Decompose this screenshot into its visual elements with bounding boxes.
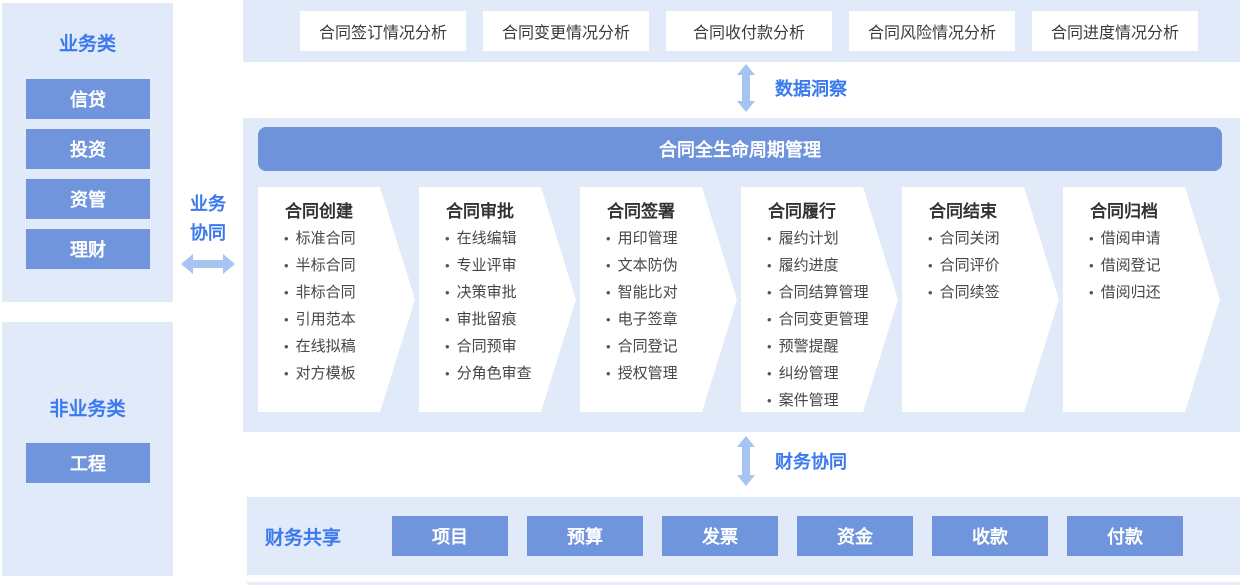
stage-item: 合同预审	[445, 333, 576, 360]
lifecycle-stage-shape[interactable]: 合同归档 借阅申请 借阅登记 借阅归还	[1063, 187, 1220, 412]
stage-title: 合同归档	[1090, 202, 1158, 221]
business-category-panel: 业务类 信贷 投资 资管 理财	[2, 3, 173, 302]
stage-item: 借阅归还	[1089, 279, 1220, 306]
stage-item: 授权管理	[606, 360, 737, 387]
finance-button[interactable]: 预算	[527, 516, 643, 556]
finance-button[interactable]: 项目	[392, 516, 508, 556]
lifecycle-stage-shape[interactable]: 合同审批 在线编辑 专业评审 决策审批 审批留痕 合同预审	[419, 187, 576, 412]
data-insight-label: 数据洞察	[775, 79, 847, 99]
business-category-button[interactable]: 投资	[26, 129, 150, 169]
stage-item: 标准合同	[284, 225, 415, 252]
stage-item: 合同结算管理	[767, 279, 898, 306]
stage-item-list: 履约计划 履约进度 合同结算管理 合同变更管理 预警提醒 纠纷管理 案件管理	[741, 225, 898, 414]
analysis-chip[interactable]: 合同进度情况分析	[1032, 11, 1198, 51]
stage-item: 分角色审查	[445, 360, 576, 387]
stage-item: 案件管理	[767, 387, 898, 414]
stage-item: 文本防伪	[606, 252, 737, 279]
stage-item: 合同评价	[928, 252, 1059, 279]
analysis-chip[interactable]: 合同收付款分析	[666, 11, 832, 51]
stage-item: 合同续签	[928, 279, 1059, 306]
stage-item: 引用范本	[284, 306, 415, 333]
business-category-title: 业务类	[58, 34, 116, 55]
analysis-chip[interactable]: 合同风险情况分析	[849, 11, 1015, 51]
stage-title: 合同创建	[285, 202, 353, 221]
finance-share-label: 财务共享	[265, 527, 342, 549]
stage-item: 决策审批	[445, 279, 576, 306]
stage-title: 合同履行	[768, 202, 836, 221]
stage-item: 借阅申请	[1089, 225, 1220, 252]
stage-item: 履约进度	[767, 252, 898, 279]
lifecycle-header-bar: 合同全生命周期管理	[258, 127, 1222, 171]
stage-item: 在线编辑	[445, 225, 576, 252]
stage-item: 半标合同	[284, 252, 415, 279]
stage-item-list: 合同关闭 合同评价 合同续签	[902, 225, 1059, 306]
analysis-chip[interactable]: 合同变更情况分析	[483, 11, 649, 51]
finance-synergy-connector: 财务协同	[737, 436, 847, 486]
finance-synergy-label: 财务协同	[775, 452, 847, 472]
finance-button[interactable]: 收款	[932, 516, 1048, 556]
finance-share-panel: 财务共享 项目 预算 发票 资金 收款 付款	[247, 497, 1240, 575]
lifecycle-stage-shape[interactable]: 合同履行 履约计划 履约进度 合同结算管理 合同变更管理 预警提醒	[741, 187, 898, 412]
lifecycle-stage-shape[interactable]: 合同创建 标准合同 半标合同 非标合同 引用范本 在线拟稿	[258, 187, 415, 412]
finance-button[interactable]: 付款	[1067, 516, 1183, 556]
lifecycle-stage-shape[interactable]: 合同结束 合同关闭 合同评价 合同续签	[902, 187, 1059, 412]
stage-item: 合同关闭	[928, 225, 1059, 252]
stage-title: 合同签署	[607, 202, 675, 221]
business-synergy-label: 业务 协同	[190, 194, 226, 243]
bottom-edge-strip	[247, 582, 1240, 585]
stage-item-list: 在线编辑 专业评审 决策审批 审批留痕 合同预审 分角色审查	[419, 225, 576, 387]
analysis-chip[interactable]: 合同签订情况分析	[300, 11, 466, 51]
stage-item: 纠纷管理	[767, 360, 898, 387]
stage-item: 履约计划	[767, 225, 898, 252]
finance-button[interactable]: 资金	[797, 516, 913, 556]
lifecycle-panel: 合同全生命周期管理 合同创建 标准合同 半标合同 非标合同 引用范本	[243, 118, 1240, 432]
stage-item-list: 标准合同 半标合同 非标合同 引用范本 在线拟稿 对方模板	[258, 225, 415, 387]
stage-item: 电子签章	[606, 306, 737, 333]
stage-item: 审批留痕	[445, 306, 576, 333]
vertical-double-arrow-icon	[737, 436, 755, 486]
analysis-bar: 合同签订情况分析 合同变更情况分析 合同收付款分析 合同风险情况分析 合同进度情…	[243, 0, 1240, 62]
lifecycle-stage-shape[interactable]: 合同签署 用印管理 文本防伪 智能比对 电子签章 合同登记	[580, 187, 737, 412]
business-category-button[interactable]: 信贷	[26, 79, 150, 119]
non-business-category-panel: 非业务类 工程	[2, 322, 173, 576]
stage-item: 合同登记	[606, 333, 737, 360]
stage-item: 对方模板	[284, 360, 415, 387]
stage-item: 智能比对	[606, 279, 737, 306]
stage-item: 预警提醒	[767, 333, 898, 360]
stage-item-list: 用印管理 文本防伪 智能比对 电子签章 合同登记 授权管理	[580, 225, 737, 387]
business-synergy-connector: 业务 协同	[178, 190, 238, 274]
stage-title: 合同审批	[446, 202, 514, 221]
stage-item: 合同变更管理	[767, 306, 898, 333]
stage-item: 在线拟稿	[284, 333, 415, 360]
data-insight-connector: 数据洞察	[737, 64, 847, 112]
stage-item: 借阅登记	[1089, 252, 1220, 279]
business-category-button[interactable]: 资管	[26, 179, 150, 219]
lifecycle-stages: 合同创建 标准合同 半标合同 非标合同 引用范本 在线拟稿	[258, 187, 1220, 412]
finance-button[interactable]: 发票	[662, 516, 778, 556]
stage-item: 专业评审	[445, 252, 576, 279]
vertical-double-arrow-icon	[737, 64, 755, 112]
finance-buttons: 项目 预算 发票 资金 收款 付款	[392, 516, 1183, 556]
horizontal-double-arrow-icon	[181, 254, 235, 274]
business-category-button[interactable]: 理财	[26, 229, 150, 269]
non-business-category-button[interactable]: 工程	[26, 443, 150, 483]
non-business-category-title: 非业务类	[49, 399, 126, 420]
stage-item: 非标合同	[284, 279, 415, 306]
stage-title: 合同结束	[929, 202, 997, 221]
stage-item-list: 借阅申请 借阅登记 借阅归还	[1063, 225, 1220, 306]
stage-item: 用印管理	[606, 225, 737, 252]
